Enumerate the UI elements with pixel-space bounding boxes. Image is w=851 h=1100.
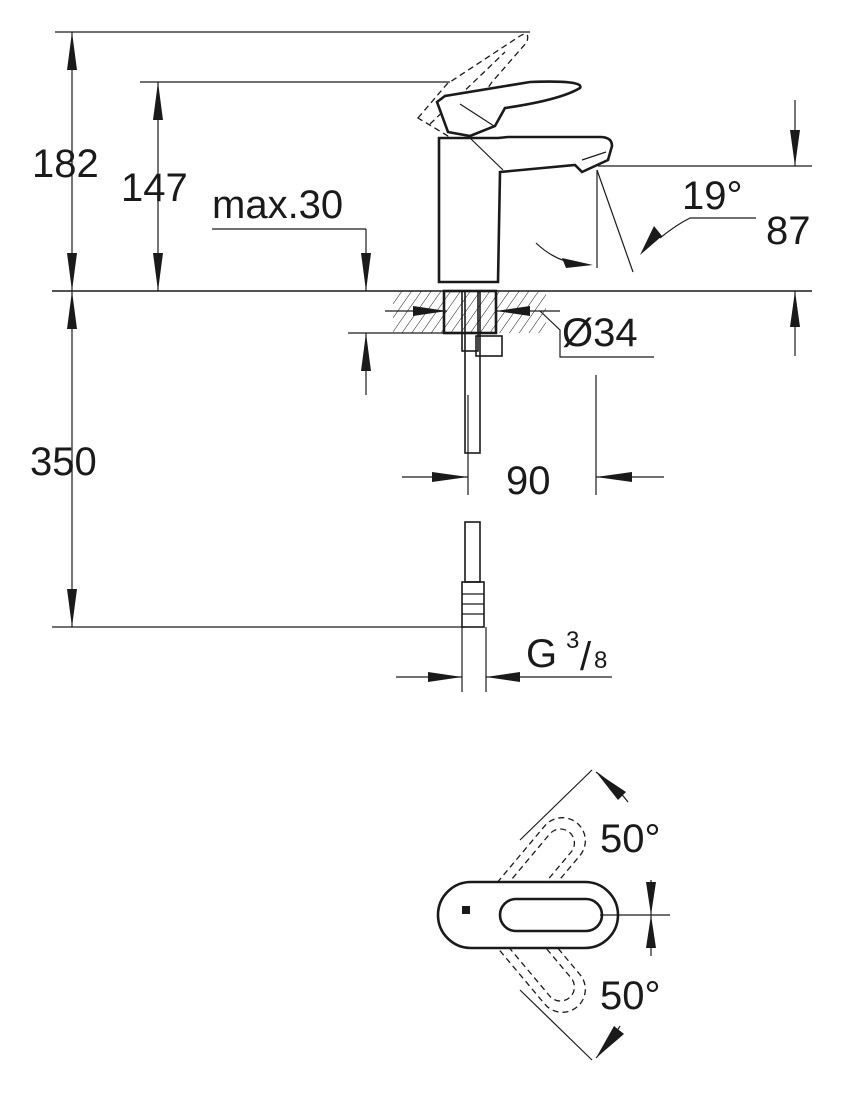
angle-arrow-right — [640, 226, 662, 255]
rotation-arrow-bottom — [596, 1026, 624, 1058]
thread-arrow-left — [428, 672, 462, 682]
spout-angle-label: 19° — [682, 174, 743, 218]
counter-slab-hatched — [393, 291, 546, 333]
thread-label-denominator: 8 — [594, 647, 607, 674]
logo-mark — [462, 906, 470, 914]
side-view-labels: 182 147 max.30 19° 87 Ø34 350 90 G 3 / 8 — [30, 142, 811, 679]
rotation-arrow-top — [596, 772, 626, 800]
reach-arrow-left — [432, 472, 468, 482]
thread-arrow-right — [486, 672, 520, 682]
hose-length-label: 350 — [30, 440, 97, 484]
spout-angle-line — [596, 169, 634, 273]
max-thickness-label: max.30 — [212, 183, 343, 227]
rotation-top-label: 50° — [600, 817, 661, 861]
spout-clearance-arrow-top — [790, 130, 800, 166]
lever-solid — [435, 80, 582, 138]
total-height-arrow-top — [67, 32, 77, 70]
faucet-side-view — [393, 33, 614, 628]
body-inner-line — [469, 137, 504, 171]
rotation-bottom-label: 50° — [600, 974, 661, 1018]
max-thickness-arrow-top — [361, 253, 371, 291]
thread-label-main: G — [526, 632, 557, 676]
angle-leader — [659, 217, 756, 239]
spout-clearance-label: 87 — [766, 209, 811, 253]
dimension-lines — [52, 31, 812, 692]
hose-upper — [464, 290, 481, 454]
faucet-top-view — [436, 769, 670, 1061]
spout-clearance-arrow-bottom — [790, 291, 800, 327]
rotation-line-bottom — [519, 989, 593, 1061]
rotation-arrow-bottom-right — [646, 915, 656, 948]
max-thickness-arrow-bottom — [361, 333, 371, 371]
lever-solid-edge — [459, 103, 495, 127]
diameter-leader — [539, 310, 654, 358]
thread-label-slash: / — [580, 635, 592, 679]
mounting-nut — [475, 335, 503, 357]
body-top-outline — [436, 880, 620, 950]
total-height-arrow-bottom — [67, 253, 77, 291]
lever-raised-dashed-edge — [429, 51, 506, 125]
rotation-arrow-top-right — [646, 882, 656, 915]
reach-arrow-right — [596, 472, 632, 482]
top-view-labels: 50° 50° — [600, 817, 661, 1018]
hose-lower — [464, 521, 481, 583]
hose-length-arrow-top — [67, 291, 77, 329]
spout-tip-line — [581, 151, 607, 161]
rotation-line-top — [519, 769, 593, 841]
total-height-label: 182 — [32, 142, 99, 186]
spout-reach-label: 90 — [506, 459, 551, 503]
thread-label-numerator: 3 — [566, 627, 579, 654]
faucet-body — [437, 135, 614, 284]
deck-hole-diameter-label: Ø34 — [562, 311, 638, 355]
lever-height-arrow-bottom — [153, 253, 163, 291]
lever-height-arrow-top — [153, 82, 163, 120]
hose-length-arrow-bottom — [67, 589, 77, 627]
lever-height-label: 147 — [121, 166, 188, 210]
angle-arrow-left — [562, 258, 593, 268]
